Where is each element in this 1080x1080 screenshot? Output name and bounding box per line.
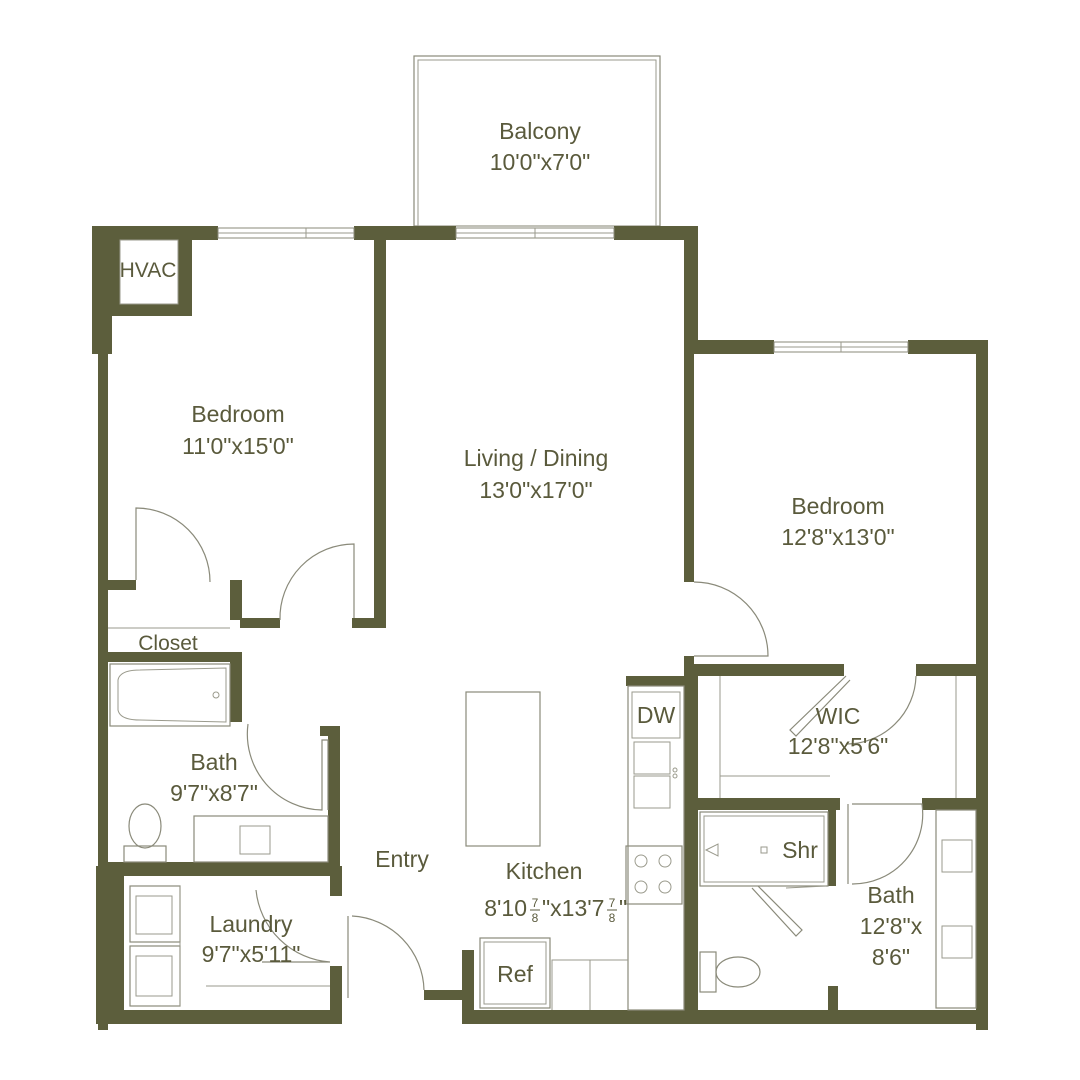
balcony-name: Balcony <box>499 118 581 144</box>
balcony-outline <box>413 55 661 227</box>
bath2-dims-line1: 12'8"x <box>860 913 923 939</box>
balcony-dims: 10'0"x7'0" <box>490 149 591 175</box>
kitchen-frac-a-den: 8 <box>532 911 539 925</box>
laundry-dims: 9'7"x5'11" <box>202 941 301 967</box>
bedroom1-dims: 11'0"x15'0" <box>182 433 294 459</box>
bath1-name: Bath <box>190 749 237 775</box>
walls <box>92 226 988 1030</box>
windows <box>217 227 909 353</box>
kitchen-dims: 8'10 7 8 "x13'7 7 8 " <box>484 895 627 925</box>
bedroom2-dims: 12'8"x13'0" <box>781 524 894 550</box>
entry-label: Entry <box>375 846 429 872</box>
wic-name: WIC <box>816 703 861 729</box>
wic-dims: 12'8"x5'6" <box>788 733 889 759</box>
kitchen-dims-b: "x13'7 <box>542 895 604 921</box>
hvac-label: HVAC <box>120 259 177 282</box>
room-labels: Balcony 10'0"x7'0" HVAC Bedroom 11'0"x15… <box>120 118 923 987</box>
doors <box>135 507 924 998</box>
kitchen-frac-b-num: 7 <box>609 896 616 910</box>
kitchen-dims-c: " <box>619 895 627 921</box>
kitchen-name: Kitchen <box>506 858 583 884</box>
kitchen-frac-b-den: 8 <box>609 911 616 925</box>
dw-label: DW <box>637 702 676 728</box>
bedroom2-name: Bedroom <box>791 493 884 519</box>
shr-label: Shr <box>782 837 818 863</box>
bath2-name: Bath <box>867 882 914 908</box>
laundry-name: Laundry <box>209 911 293 937</box>
fixtures <box>108 239 977 1011</box>
bath2-dims-line2: 8'6" <box>872 944 910 970</box>
kitchen-dims-a: 8'10 <box>484 895 527 921</box>
bath1-dims: 9'7"x8'7" <box>170 780 258 806</box>
living-dims: 13'0"x17'0" <box>479 477 592 503</box>
living-name: Living / Dining <box>464 445 608 471</box>
closet-label: Closet <box>138 632 198 655</box>
ref-label: Ref <box>497 961 533 987</box>
kitchen-frac-a-num: 7 <box>532 896 539 910</box>
bedroom1-name: Bedroom <box>191 401 284 427</box>
